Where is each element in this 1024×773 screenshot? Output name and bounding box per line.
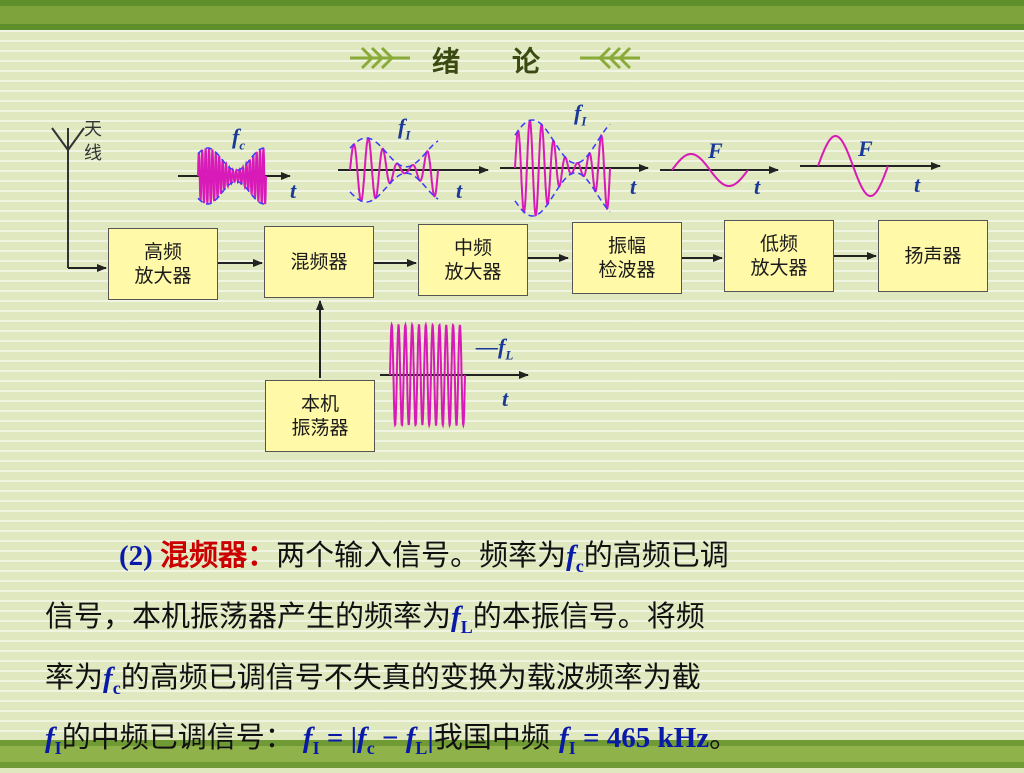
para-line-2: 信号，本机振荡器产生的频率为fL的本振信号。将频 [45,598,705,637]
page-title: 绪 论 [432,45,543,78]
label-fi2: fI [574,100,587,129]
para-line-1: (2) 混频器：两个输入信号。频率为fc的高频已调 [119,538,729,576]
envelope-fi2 [514,119,611,217]
rf-amplifier-block: 高频 放大器 [108,228,218,300]
leaf-ornament-right-icon [580,46,640,70]
antenna-label: 天 线 [84,119,102,164]
waveform-fc [197,147,267,205]
para-line-3: 率为fc的高频已调信号不失真的变换为载波频率为截 [45,659,701,698]
mixer-description: (2) 混频器：两个输入信号。频率为fc的高频已调 信号，本机振荡器产生的频率为… [45,530,980,773]
bottom-bar [0,740,1024,768]
envelope-fi1 [349,137,439,203]
t-label-fi1: t [456,178,463,203]
t-label-f1: t [754,174,761,199]
envelope-fc [197,147,267,205]
waveform-fi2 [514,119,611,217]
t-label-fc: t [290,178,297,203]
background-lines [0,30,1024,740]
label-fl: —fL [476,334,514,363]
waveform-f1 [671,153,749,187]
label-f1: F [708,138,723,163]
label-f2: F [858,136,873,161]
mixer-block: 混频器 [264,226,374,298]
if-formula: fI [302,722,320,759]
top-bar [0,0,1024,30]
if-value: fI [559,722,576,759]
antenna-icon [51,127,85,268]
para-line-4: fI的中频已调信号： fI = |fc − fL|我国中频 fI = 465 k… [45,720,739,759]
am-detector-block: 振幅 检波器 [572,222,682,294]
waveform-fi1 [349,137,439,202]
waveform-fl [389,321,466,429]
label-fc: fc [232,124,246,153]
speaker-block: 扬声器 [878,220,988,292]
af-amplifier-block: 低频 放大器 [724,220,834,292]
waveform-f2 [817,135,889,197]
t-label-fl: t [502,386,509,411]
if-amplifier-block: 中频 放大器 [418,224,528,296]
local-oscillator-block: 本机 振荡器 [265,380,375,452]
t-label-fi2: t [630,174,637,199]
leaf-ornament-left-icon [350,46,410,70]
t-label-f2: t [914,172,921,197]
label-fi1: fI [398,114,411,143]
